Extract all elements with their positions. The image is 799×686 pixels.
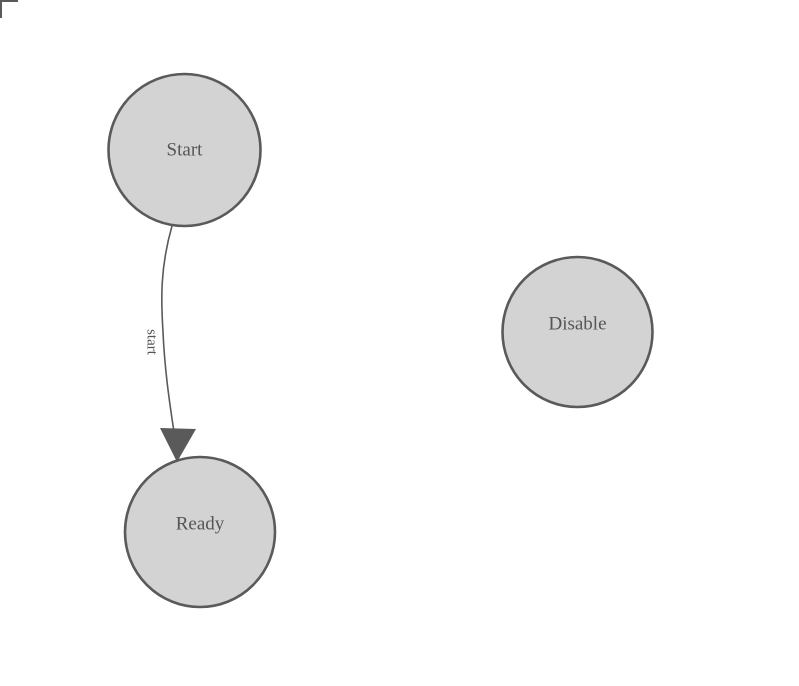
- node-disable[interactable]: Disable: [501, 255, 654, 409]
- node-start[interactable]: Start: [107, 72, 262, 228]
- edge-start-to-ready[interactable]: start: [144, 225, 196, 462]
- arrowhead-icon: [160, 428, 196, 462]
- node-disable-circle[interactable]: [501, 255, 654, 409]
- node-ready[interactable]: Ready: [123, 455, 277, 609]
- edge-label-start: start: [144, 329, 160, 356]
- edge-path: [160, 225, 178, 453]
- node-ready-circle[interactable]: [123, 455, 277, 609]
- node-start-circle[interactable]: [107, 72, 262, 228]
- corner-bracket-icon: [0, 0, 18, 18]
